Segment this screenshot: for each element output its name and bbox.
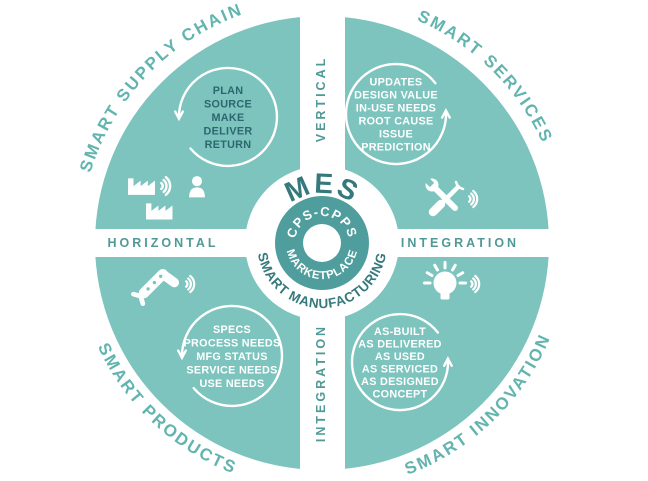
cycle-ring-innovation bbox=[350, 312, 450, 412]
products-items: SPECS PROCESS NEEDS MFG STATUS SERVICE N… bbox=[184, 324, 281, 390]
list-item: IN-USE NEEDS bbox=[356, 103, 436, 115]
list-item: AS USED bbox=[375, 351, 425, 363]
list-item: SOURCE bbox=[204, 99, 252, 111]
list-item: RETURN bbox=[205, 139, 252, 151]
services-items: UPDATES DESIGN VALUE IN-USE NEEDS ROOT C… bbox=[354, 77, 438, 154]
list-item: CONCEPT bbox=[373, 388, 428, 400]
axis-label-integration-right: INTEGRATION bbox=[401, 236, 519, 250]
list-item: PREDICTION bbox=[361, 142, 431, 154]
list-item: USE NEEDS bbox=[199, 378, 264, 390]
list-item: MAKE bbox=[212, 112, 245, 124]
arrow-icon bbox=[174, 110, 184, 122]
list-item: PROCESS NEEDS bbox=[184, 338, 281, 350]
arrow-icon bbox=[442, 356, 453, 367]
list-item: MFG STATUS bbox=[196, 351, 268, 363]
list-item: AS SERVICED bbox=[362, 363, 438, 375]
axis-label-vertical: VERTICAL bbox=[314, 56, 328, 143]
list-item: AS-BUILT bbox=[374, 326, 426, 338]
arrow-icon bbox=[440, 107, 451, 119]
center-donut-hole bbox=[303, 224, 341, 262]
cycle-ring-services bbox=[344, 62, 448, 166]
list-item: ISSUE bbox=[379, 129, 413, 141]
list-item: AS DELIVERED bbox=[358, 338, 441, 350]
list-item: SPECS bbox=[213, 324, 251, 336]
axis-label-horizontal: HORIZONTAL bbox=[107, 236, 218, 250]
list-item: DELIVER bbox=[204, 126, 253, 138]
list-item: PLAN bbox=[213, 85, 244, 97]
list-item: DESIGN VALUE bbox=[354, 90, 438, 102]
list-item: AS DESIGNED bbox=[361, 376, 439, 388]
axis-label-integration-bottom: INTEGRATION bbox=[314, 324, 328, 442]
list-item: ROOT CAUSE bbox=[359, 116, 434, 128]
cycle-ring-products bbox=[180, 304, 284, 408]
innovation-items: AS-BUILT AS DELIVERED AS USED AS SERVICE… bbox=[358, 326, 441, 401]
cycle-ring-supply-chain bbox=[177, 66, 279, 168]
list-item: UPDATES bbox=[370, 77, 423, 89]
list-item: SERVICE NEEDS bbox=[186, 365, 277, 377]
arrow-icon bbox=[177, 349, 187, 361]
supply-chain-items: PLAN SOURCE MAKE DELIVER RETURN bbox=[204, 85, 253, 151]
